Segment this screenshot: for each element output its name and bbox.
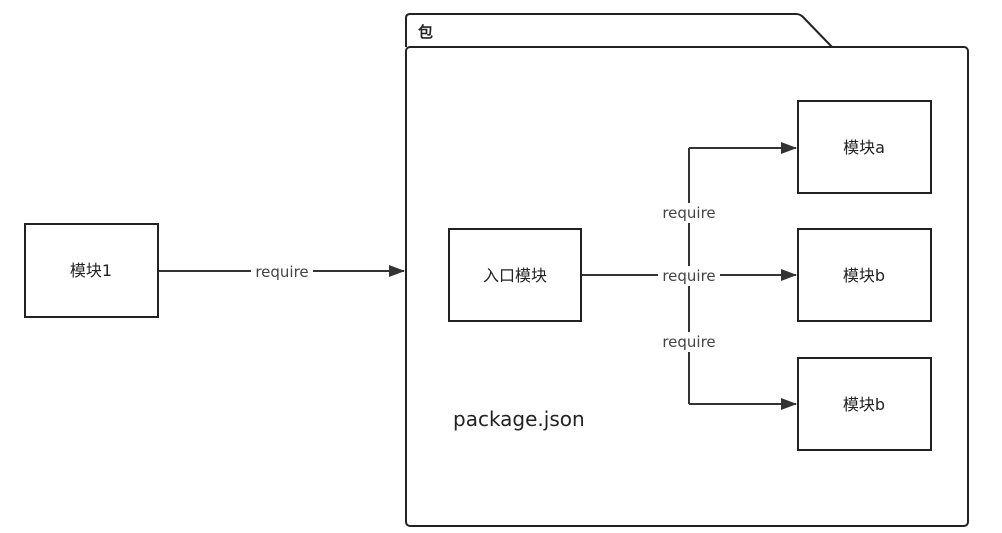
node-entry-box: [448, 228, 582, 322]
node-module1: 模块1: [24, 223, 159, 318]
node-module1-label: 模块1: [70, 261, 112, 280]
node-module-b1-box: [797, 228, 932, 322]
edge-label-b2-require: require: [662, 333, 715, 351]
edge-label-a-require: require: [662, 204, 715, 222]
package-json-note: package.json: [453, 407, 585, 431]
package-title: 包: [418, 23, 433, 41]
package-tab: [405, 13, 833, 48]
node-module-a-label: 模块a: [843, 138, 885, 157]
node-module-b2-box: [797, 357, 932, 451]
node-module1-box: [24, 223, 159, 318]
node-module-b2-label: 模块b: [843, 395, 885, 414]
edge-label-b1-require: require: [662, 267, 715, 285]
node-entry-label: 入口模块: [483, 266, 547, 285]
edge-label-module1-require: require: [255, 263, 308, 281]
node-module-a: 模块a: [797, 100, 932, 194]
node-module-a-box: [797, 100, 932, 194]
edge-labels: require require require require: [251, 203, 720, 352]
node-module-b1-label: 模块b: [843, 266, 885, 285]
node-module-b1: 模块b: [797, 228, 932, 322]
node-entry: 入口模块: [448, 228, 582, 322]
node-module-b2: 模块b: [797, 357, 932, 451]
